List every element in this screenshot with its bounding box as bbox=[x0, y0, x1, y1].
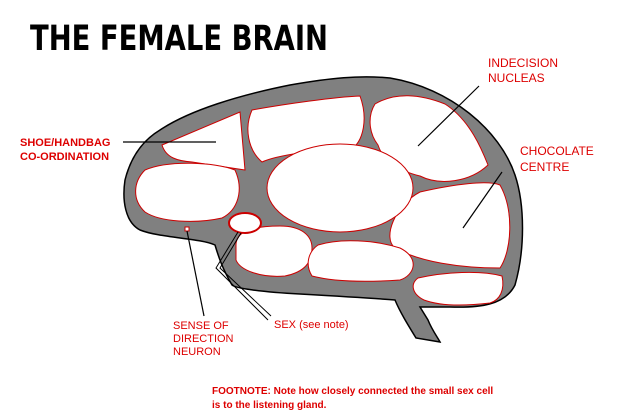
label-commitment-2: COMMITMENT bbox=[295, 179, 385, 194]
callout-direction-2: DIRECTION bbox=[173, 333, 234, 345]
direction-neuron bbox=[184, 226, 190, 232]
region-shopping bbox=[307, 240, 414, 282]
label-commitment-3: HEMISPHERE bbox=[297, 196, 383, 211]
footnote-line-2: is to the listening gland. bbox=[212, 400, 327, 411]
callout-shoe-2: CO-ORDINATION bbox=[20, 151, 109, 163]
callout-chocolate-2: CENTRE bbox=[520, 160, 569, 174]
leader-sex bbox=[215, 231, 269, 321]
callout-indecision-2: NUCLEAS bbox=[488, 71, 545, 85]
region-shoe-handbag bbox=[161, 111, 246, 171]
sex-cell bbox=[228, 212, 262, 234]
leader-direction bbox=[186, 230, 205, 317]
callout-sex: SEX (see note) bbox=[274, 319, 349, 331]
callout-chocolate-1: CHOCOLATE bbox=[520, 144, 594, 158]
label-telephone-2: SKILLS bbox=[267, 127, 314, 142]
leader-chocolate bbox=[462, 171, 503, 229]
callout-direction-3: NEURON bbox=[173, 346, 221, 358]
region-commitment bbox=[266, 143, 414, 233]
diagram-title: THE FEMALE BRAIN bbox=[30, 19, 328, 59]
callout-direction-1: SENSE OF bbox=[173, 320, 229, 332]
leader-sex-inner bbox=[219, 232, 272, 317]
region-lower-right bbox=[412, 271, 504, 306]
footnote-line-1: FOOTNOTE: Note how closely connected the… bbox=[212, 386, 493, 397]
label-listening: LISTENING bbox=[240, 248, 304, 262]
region-indecision bbox=[369, 95, 489, 182]
label-shopping: SHOPPING bbox=[330, 263, 399, 278]
label-jealousy: JEALOUSY bbox=[152, 182, 217, 196]
leader-indecision bbox=[417, 85, 480, 147]
callout-indecision-1: INDECISION bbox=[488, 56, 558, 70]
label-commitment-1: NEED FOR bbox=[306, 162, 374, 177]
label-telephone: TELEPHONE bbox=[267, 112, 347, 127]
region-jealousy bbox=[135, 162, 240, 222]
callout-shoe-1: SHOE/HANDBAG bbox=[20, 137, 110, 149]
